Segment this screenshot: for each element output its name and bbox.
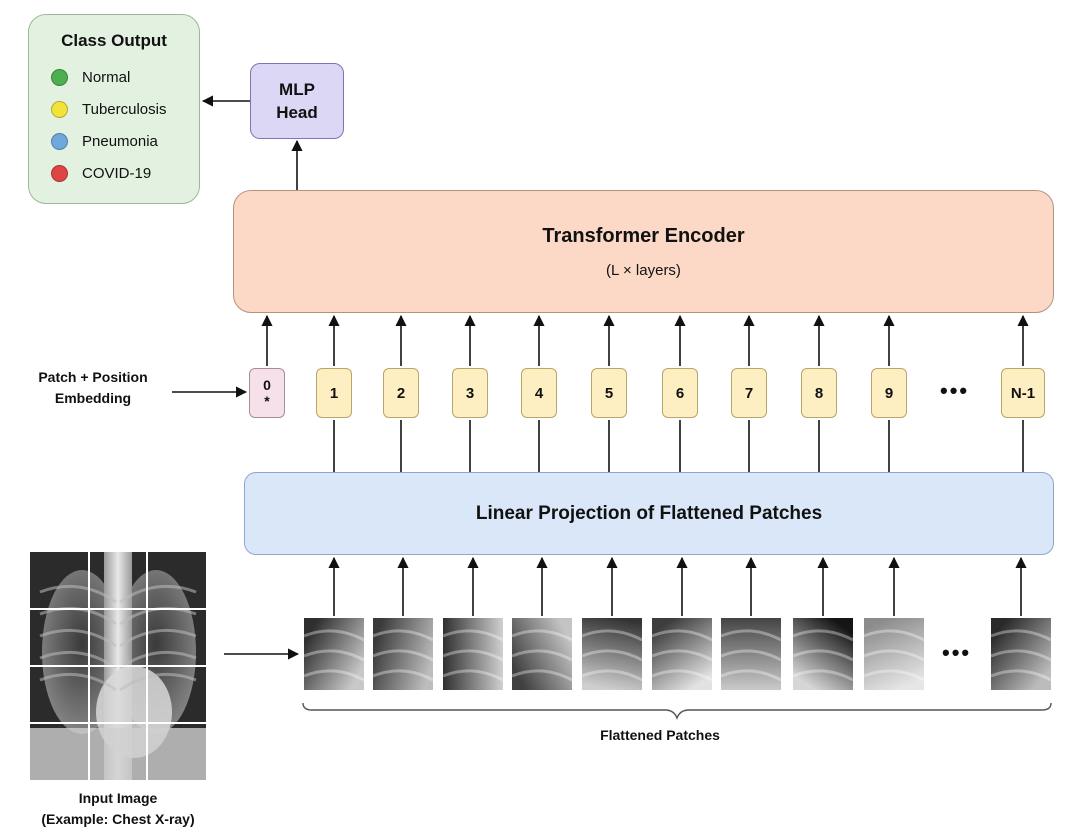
- patch-token-3: 3: [452, 368, 488, 418]
- cls-token-bottom: *: [264, 393, 270, 409]
- mlp-head-line2: Head: [276, 103, 318, 122]
- image-patch-2: [373, 618, 433, 690]
- input-image-line2: (Example: Chest X-ray): [41, 811, 195, 827]
- image-patch-8: [793, 618, 853, 690]
- encoder-subtitle: (L × layers): [606, 261, 681, 279]
- embedding-label-line2: Embedding: [54, 390, 132, 406]
- image-patch-9: [864, 618, 924, 690]
- class-output-panel: Class Output Normal Tuberculosis Pneumon…: [28, 14, 200, 204]
- image-patch-1: [304, 618, 364, 690]
- mlp-head-line1: MLP: [279, 80, 315, 99]
- image-patch-5: [582, 618, 642, 690]
- patch-token-10: N-1: [1001, 368, 1045, 418]
- blue-dot-icon: [51, 132, 68, 150]
- class-item-normal: Normal: [29, 61, 199, 93]
- class-item-covid: COVID-19: [29, 157, 199, 189]
- patch-token-9: 9: [871, 368, 907, 418]
- patch-token-1: 1: [316, 368, 352, 418]
- chest-xray-image: [30, 552, 206, 780]
- image-patch-3: [443, 618, 503, 690]
- class-label: Normal: [82, 68, 131, 86]
- projection-label: Linear Projection of Flattened Patches: [475, 502, 823, 524]
- patch-token-4: 4: [521, 368, 557, 418]
- yellow-dot-icon: [51, 100, 68, 118]
- class-item-tuberculosis: Tuberculosis: [29, 93, 199, 125]
- red-dot-icon: [51, 164, 68, 182]
- linear-projection-box: Linear Projection of Flattened Patches: [244, 472, 1054, 555]
- image-patch-4: [512, 618, 572, 690]
- cls-token-top: 0: [263, 377, 271, 393]
- embedding-label: Patch + Position Embedding: [18, 367, 168, 409]
- patches-brace: [302, 702, 1052, 720]
- flattened-patches-label: Flattened Patches: [600, 727, 720, 743]
- patch-token-6: 6: [662, 368, 698, 418]
- encoder-title: Transformer Encoder: [542, 224, 745, 247]
- patch-token-8: 8: [801, 368, 837, 418]
- green-dot-icon: [51, 68, 68, 86]
- input-image-line1: Input Image: [78, 790, 158, 806]
- patch-token-5: 5: [591, 368, 627, 418]
- patch-token-2: 2: [383, 368, 419, 418]
- token-ellipsis: •••: [940, 378, 970, 403]
- image-patch-6: [652, 618, 712, 690]
- image-patch-7: [721, 618, 781, 690]
- class-label: COVID-19: [82, 164, 152, 182]
- mlp-head-box: MLP Head: [250, 63, 344, 139]
- patch-token-7: 7: [731, 368, 767, 418]
- cls-token: 0 *: [249, 368, 285, 418]
- patch-ellipsis: •••: [942, 640, 972, 665]
- class-label: Tuberculosis: [82, 100, 167, 118]
- input-image-label: Input Image (Example: Chest X-ray): [18, 788, 218, 830]
- transformer-encoder-box: Transformer Encoder (L × layers): [233, 190, 1054, 313]
- class-label: Pneumonia: [82, 132, 158, 150]
- class-output-title: Class Output: [61, 31, 167, 50]
- image-patch-10: [991, 618, 1051, 690]
- class-item-pneumonia: Pneumonia: [29, 125, 199, 157]
- embedding-label-line1: Patch + Position: [38, 369, 148, 385]
